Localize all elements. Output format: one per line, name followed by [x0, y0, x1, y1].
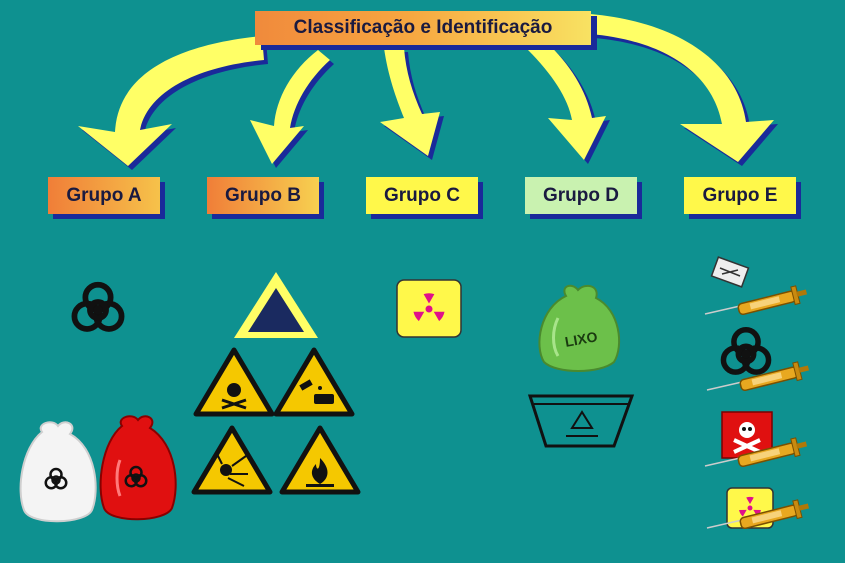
grupo-a-label: Grupo A	[48, 177, 160, 214]
biohazard-icon	[74, 285, 121, 329]
arrow-to-grupo-d	[528, 42, 610, 164]
toxic-warning-icon	[193, 347, 275, 417]
blue-triangle-icon	[234, 272, 318, 338]
grupo-b-label: Grupo B	[207, 177, 319, 214]
diagram-title: Classificação e Identificação	[255, 11, 591, 45]
broken-ampoule-icon	[710, 256, 750, 288]
arrow-to-grupo-c	[380, 48, 444, 160]
corrosive-warning-icon	[273, 347, 355, 417]
grupo-e-label: Grupo E	[684, 177, 796, 214]
bag-label: LIXO	[564, 328, 599, 349]
biohazard-icon	[723, 330, 768, 372]
explosive-warning-icon	[191, 425, 273, 495]
sharps-syringe-icon	[704, 285, 808, 316]
white-infectant-bag-icon	[19, 421, 97, 523]
radiation-icon	[396, 279, 462, 338]
grupo-c-label: Grupo C	[366, 177, 478, 214]
red-infectant-bag-icon	[99, 415, 177, 521]
arrow-to-grupo-a	[78, 36, 268, 170]
arrow-to-grupo-e	[590, 14, 778, 166]
toxic-skull-icon	[721, 411, 773, 459]
arrow-to-grupo-b	[250, 50, 334, 168]
grupo-d-label: Grupo D	[525, 177, 637, 214]
recycling-bin-icon	[527, 394, 635, 448]
common-waste-bag-icon: LIXO	[538, 284, 621, 372]
flammable-warning-icon	[279, 425, 361, 495]
